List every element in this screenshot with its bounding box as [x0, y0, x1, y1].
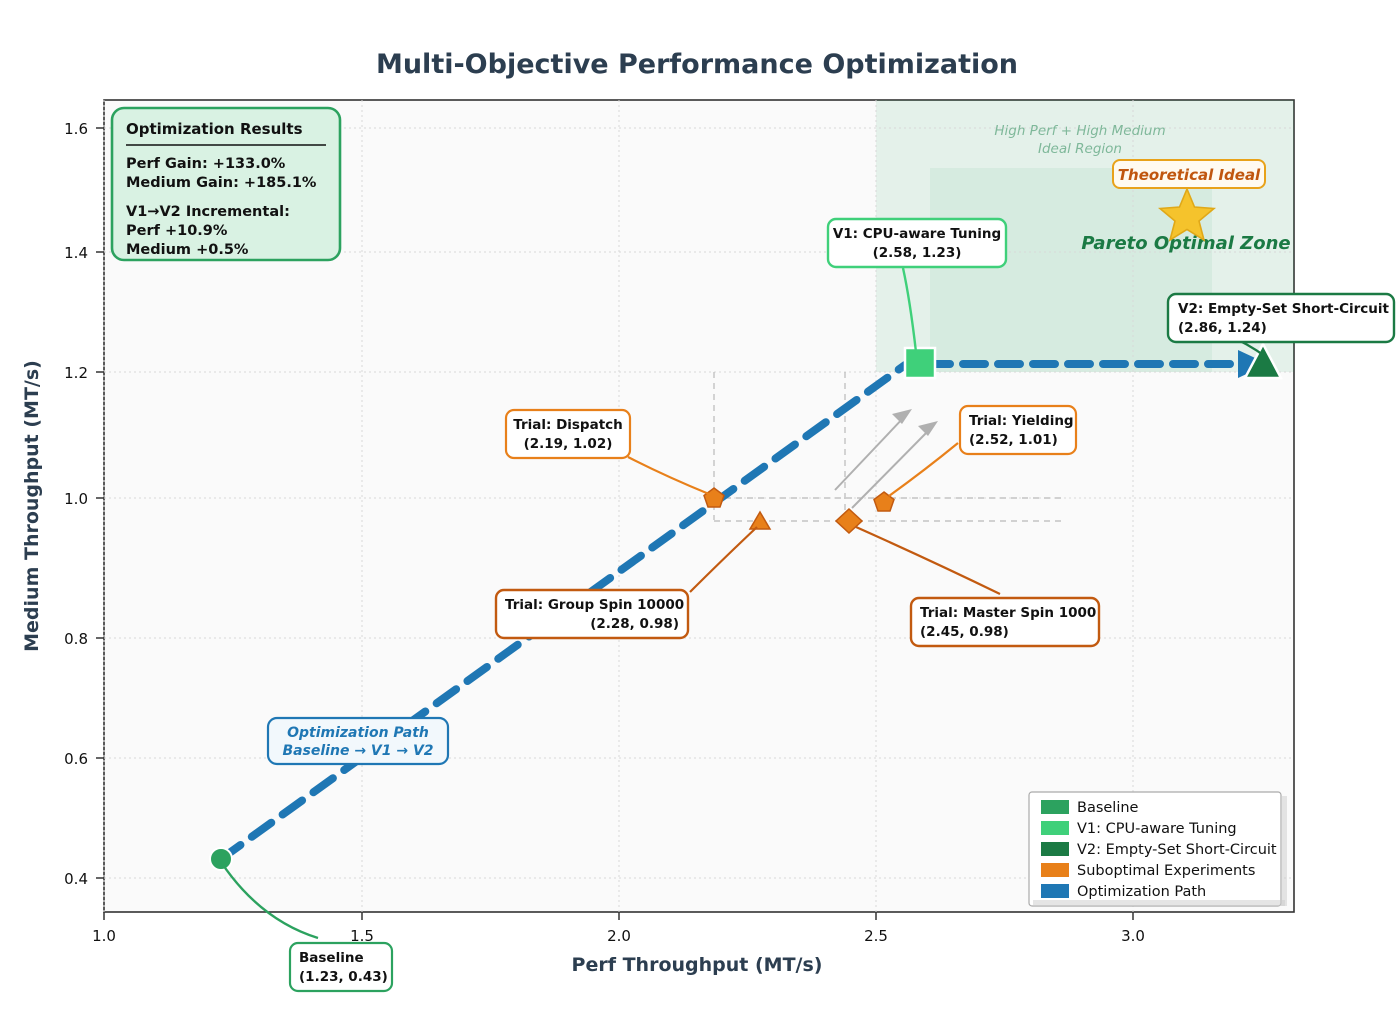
- path-label-line2: Baseline → V1 → V2: [282, 743, 433, 759]
- results-line-6: Medium +0.5%: [126, 242, 249, 258]
- data-point-v2[interactable]: [1242, 341, 1284, 380]
- legend-swatch-v1: [1041, 821, 1069, 835]
- theoretical-ideal-badge: Theoretical Ideal: [1112, 159, 1266, 189]
- pareto-region-inner-shading: [930, 168, 1212, 372]
- leader-dispatch: [627, 456, 710, 496]
- annotation-group-spin-line1: Trial: Group Spin 10000: [505, 597, 684, 613]
- annotation-v1-line2: (2.58, 1.23): [873, 245, 962, 261]
- annotation-dispatch-line1: Trial: Dispatch: [513, 417, 623, 433]
- y-tick-label: 0.8: [64, 630, 88, 648]
- results-box-title: Optimization Results: [126, 120, 303, 138]
- legend-label-optimization-path: Optimization Path: [1077, 884, 1206, 900]
- annotation-master-spin-line1: Trial: Master Spin 1000: [920, 605, 1096, 621]
- pareto-zone-label: Pareto Optimal Zone: [1081, 233, 1290, 254]
- x-tick-label: 1.0: [92, 927, 116, 945]
- annotation-master-spin-line2: (2.45, 0.98): [920, 624, 1009, 640]
- optimization-path-label: Optimization Path Baseline → V1 → V2: [266, 716, 450, 766]
- results-line-1: Perf Gain: +133.0%: [126, 156, 286, 172]
- leader-master-spin: [855, 525, 1001, 595]
- legend-item-v2[interactable]: V2: Empty-Set Short-Circuit: [1041, 842, 1277, 858]
- annotation-group-spin: Trial: Group Spin 10000 (2.28, 0.98): [494, 588, 690, 640]
- legend-item-suboptimal[interactable]: Suboptimal Experiments: [1041, 863, 1255, 879]
- legend-item-baseline[interactable]: Baseline: [1041, 800, 1139, 816]
- x-tick-label: 1.5: [350, 927, 374, 945]
- y-tick-label: 1.4: [64, 244, 88, 262]
- y-tick-label: 0.4: [64, 870, 88, 888]
- data-point-v1[interactable]: [903, 346, 937, 380]
- results-line-2: Medium Gain: +185.1%: [126, 175, 317, 191]
- annotation-v1-line1: V1: CPU-aware Tuning: [833, 226, 1001, 242]
- y-tick-label: 1.0: [64, 490, 88, 508]
- legend-label-suboptimal: Suboptimal Experiments: [1077, 863, 1255, 879]
- optimization-results-box: Optimization Results Perf Gain: +133.0% …: [110, 106, 342, 262]
- data-point-dispatch[interactable]: [703, 487, 725, 508]
- legend-label-v1: V1: CPU-aware Tuning: [1077, 821, 1237, 837]
- ideal-region-label-line1: High Perf + High Medium: [994, 123, 1165, 139]
- ideal-region-label-line2: Ideal Region: [1038, 141, 1122, 157]
- x-tick-label: 2.0: [607, 927, 631, 945]
- leader-v1: [901, 267, 918, 353]
- annotation-yielding-line2: (2.52, 1.01): [969, 432, 1058, 448]
- data-point-baseline[interactable]: [209, 847, 233, 871]
- annotation-baseline-line2: (1.23, 0.43): [299, 969, 388, 985]
- legend-item-optimization-path[interactable]: Optimization Path: [1041, 884, 1206, 900]
- x-axis-ticks: 1.0 1.5 2.0 2.5 3.0: [92, 912, 1145, 945]
- annotation-baseline: Baseline (1.23, 0.43): [288, 941, 394, 993]
- data-point-yielding[interactable]: [873, 491, 895, 512]
- annotation-baseline-line1: Baseline: [299, 950, 364, 966]
- leader-yielding: [888, 442, 959, 497]
- annotation-group-spin-line2: (2.28, 0.98): [590, 616, 679, 632]
- annotation-yielding: Trial: Yielding (2.52, 1.01): [958, 404, 1078, 456]
- legend-swatch-baseline: [1041, 800, 1069, 814]
- x-tick-label: 3.0: [1121, 927, 1145, 945]
- y-axis-label: Medium Throughput (MT/s): [21, 360, 43, 652]
- annotation-dispatch-line2: (2.19, 1.02): [524, 436, 613, 452]
- data-point-group-spin[interactable]: [748, 510, 772, 530]
- x-axis-label: Perf Throughput (MT/s): [572, 954, 823, 976]
- y-axis-ticks: 0.4 0.6 0.8 1.0 1.2 1.4 1.6: [64, 120, 104, 888]
- theoretical-ideal-label: Theoretical Ideal: [1118, 166, 1261, 184]
- y-tick-label: 1.6: [64, 120, 88, 138]
- annotation-dispatch: Trial: Dispatch (2.19, 1.02): [504, 408, 632, 460]
- legend-item-v1[interactable]: V1: CPU-aware Tuning: [1041, 821, 1237, 837]
- x-tick-label: 2.5: [864, 927, 888, 945]
- leader-group-spin: [689, 526, 758, 593]
- results-line-4: V1→V2 Incremental:: [126, 204, 290, 220]
- improvement-arrows: [834, 409, 938, 509]
- annotation-v1: V1: CPU-aware Tuning (2.58, 1.23): [826, 217, 1008, 269]
- chart-legend[interactable]: Baseline V1: CPU-aware Tuning V2: Empty-…: [1028, 791, 1287, 907]
- legend-swatch-suboptimal: [1041, 863, 1069, 877]
- y-tick-label: 1.2: [64, 364, 88, 382]
- legend-label-v2: V2: Empty-Set Short-Circuit: [1077, 842, 1277, 858]
- annotation-v2-line2: (2.86, 1.24): [1178, 320, 1267, 336]
- path-label-line1: Optimization Path: [287, 725, 429, 741]
- legend-label-baseline: Baseline: [1077, 800, 1139, 816]
- theoretical-ideal-star-icon: [1157, 186, 1217, 242]
- data-point-master-spin[interactable]: [834, 507, 864, 535]
- legend-swatch-optimization-path: [1041, 884, 1069, 898]
- legend-swatch-v2: [1041, 842, 1069, 856]
- leader-baseline: [220, 861, 319, 940]
- results-line-5: Perf +10.9%: [126, 223, 228, 239]
- annotation-v2-line1: V2: Empty-Set Short-Circuit: [1178, 301, 1390, 317]
- annotation-master-spin: Trial: Master Spin 1000 (2.45, 0.98): [909, 596, 1101, 648]
- page-title: Multi-Objective Performance Optimization: [376, 49, 1018, 80]
- annotation-v2: V2: Empty-Set Short-Circuit (2.86, 1.24): [1166, 292, 1396, 344]
- annotation-yielding-line1: Trial: Yielding: [969, 413, 1074, 429]
- y-tick-label: 0.6: [64, 750, 88, 768]
